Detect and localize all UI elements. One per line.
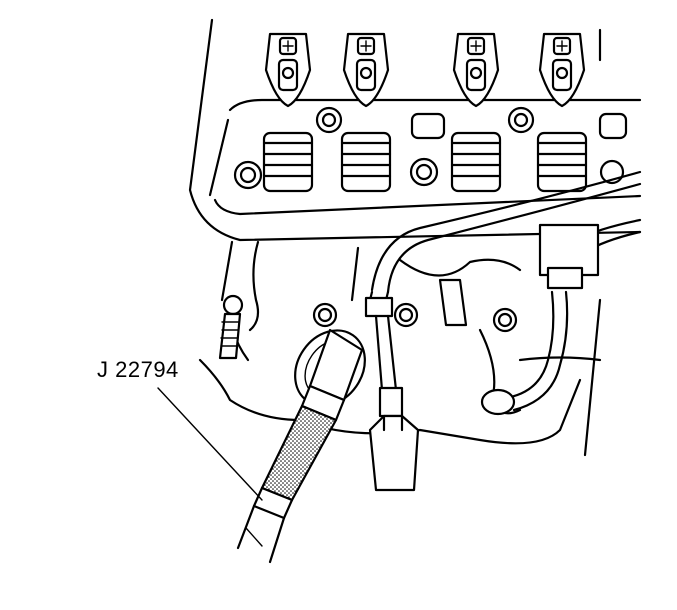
- tool-socket: [236, 328, 364, 564]
- cylinder-head: [188, 18, 642, 242]
- left-stud: [218, 312, 242, 360]
- callout-leader: [157, 387, 263, 501]
- tool-callout-label: J 22794: [97, 357, 179, 382]
- wire-harness: [364, 170, 642, 492]
- head-openings: [233, 106, 628, 190]
- rocker-arms: [264, 32, 586, 108]
